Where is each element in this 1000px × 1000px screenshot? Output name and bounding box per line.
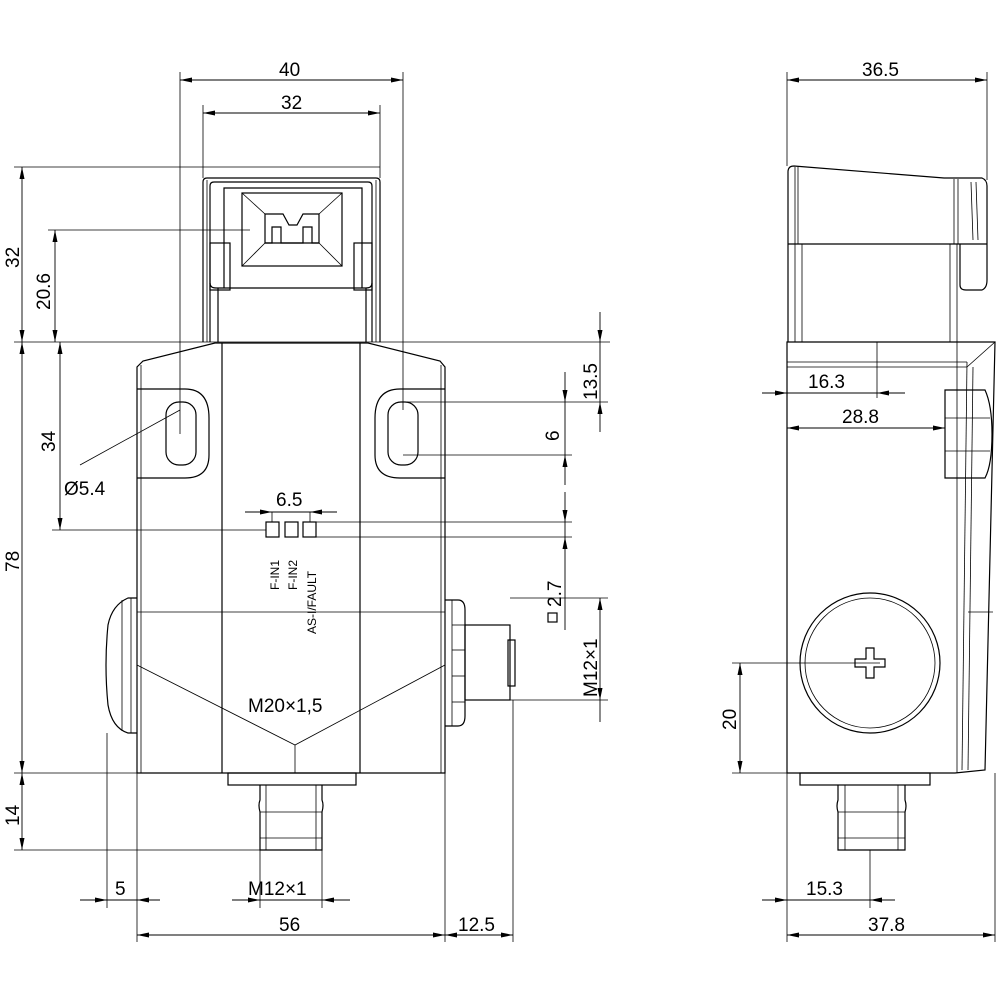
dim-40: 40 xyxy=(279,60,300,81)
side-bottom-connector xyxy=(799,772,931,851)
dim-13-5: 13.5 xyxy=(581,363,602,400)
side-dimension-labels: 36.5 16.3 28.8 20 15.3 37.8 xyxy=(720,60,905,936)
dim-6: 6 xyxy=(543,430,564,441)
side-view: 36.5 16.3 28.8 20 15.3 37.8 xyxy=(720,60,996,942)
led-label-f-in2: F-IN2 xyxy=(286,560,300,590)
dim-15-3: 15.3 xyxy=(806,879,843,900)
side-housing xyxy=(786,165,996,774)
plus-screw-icon xyxy=(854,647,886,679)
dim-56: 56 xyxy=(279,915,300,936)
dim-78: 78 xyxy=(3,551,24,572)
mounting-slot-right xyxy=(387,401,419,466)
dim-m12-bottom: M12×1 xyxy=(248,879,307,900)
side-cap-left xyxy=(105,597,137,734)
dimension-labels: 40 32 32 20.6 34 78 14 Ø5.4 6.5 13.5 6 2… xyxy=(3,60,602,936)
dim-20-6: 20.6 xyxy=(34,273,55,310)
dim-20: 20 xyxy=(720,709,741,730)
dim-14: 14 xyxy=(3,804,24,826)
dim-16-3: 16.3 xyxy=(808,372,845,393)
extension-lines xyxy=(14,72,610,942)
dim-37-8: 37.8 xyxy=(868,915,905,936)
led-label-asi-fault: AS-I/FAULT xyxy=(305,570,319,634)
dimension-lines xyxy=(19,77,603,938)
dim-32-width: 32 xyxy=(281,93,302,114)
side-connector-right xyxy=(445,599,516,727)
dim-5: 5 xyxy=(115,879,126,900)
mounting-slot-left xyxy=(165,401,197,466)
side-dimension-lines xyxy=(737,77,995,938)
led-asi-fault xyxy=(302,521,317,538)
actuator-head xyxy=(202,177,381,342)
bottom-connector xyxy=(227,772,357,851)
dim-m12-side: M12×1 xyxy=(581,638,602,697)
dim-34: 34 xyxy=(39,430,60,452)
dim-6-5: 6.5 xyxy=(276,490,302,511)
led-label-f-in1: F-IN1 xyxy=(268,560,282,590)
led-indicators: F-IN1 F-IN2 AS-I/FAULT xyxy=(265,521,319,634)
dim-m20: M20×1,5 xyxy=(248,696,322,717)
led-f-in2 xyxy=(284,521,299,538)
side-extension-lines xyxy=(732,72,996,942)
dim-2-7: 2.7 xyxy=(545,581,566,607)
front-view: F-IN1 F-IN2 AS-I/FAULT xyxy=(3,60,610,942)
dim-12-5: 12.5 xyxy=(458,915,495,936)
led-f-in1 xyxy=(265,521,280,538)
dim-32-height: 32 xyxy=(3,247,24,268)
dim-28-8: 28.8 xyxy=(842,407,879,428)
dim-36-5: 36.5 xyxy=(862,60,899,81)
side-bump xyxy=(944,389,993,479)
housing xyxy=(136,342,446,774)
dim-hole-diameter: Ø5.4 xyxy=(64,479,106,500)
